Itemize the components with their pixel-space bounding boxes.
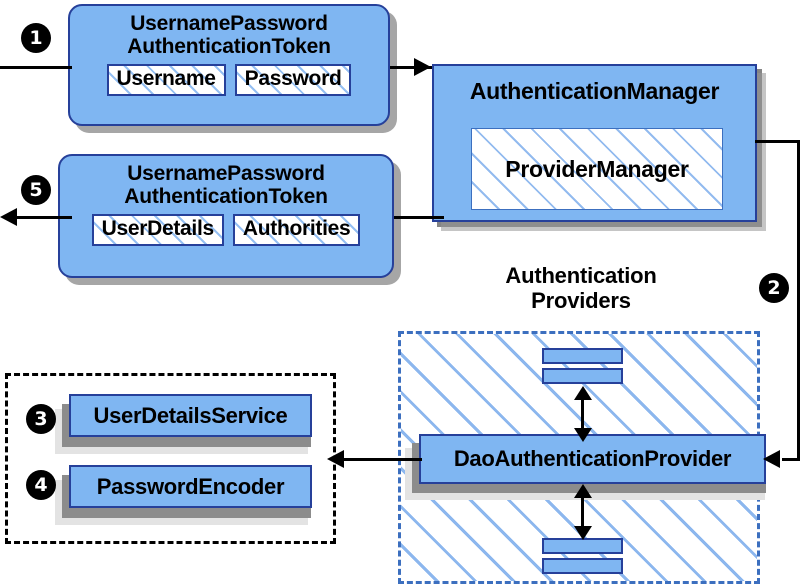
authentication-providers-title: Authentication Providers (470, 263, 692, 313)
connector-right-down (797, 140, 800, 460)
connector-token-to-manager (390, 66, 432, 69)
request-token-title: UsernamePassword AuthenticationToken (70, 6, 388, 58)
authentication-manager-title: AuthenticationManager (469, 78, 720, 104)
marker-5: 5 (22, 176, 50, 204)
arrow-up-icon (574, 386, 592, 400)
provider-stub-bottom-2 (542, 558, 623, 574)
connector-provider-to-dependencies (344, 458, 422, 461)
marker-4: 4 (27, 471, 55, 499)
provider-manager-label: ProviderManager (505, 155, 689, 182)
arrow-down-icon (574, 526, 592, 540)
arrow-right-icon (414, 58, 431, 76)
marker-2: 2 (760, 274, 788, 302)
hatch-pattern-icon (472, 129, 722, 209)
username-password-authentication-token-response[interactable]: UsernamePassword AuthenticationToken Use… (58, 154, 394, 278)
dao-authentication-provider-box[interactable]: DaoAuthenticationProvider (419, 434, 766, 484)
slot-userdetails: UserDetails (91, 214, 224, 247)
connector-incoming-request (0, 66, 72, 69)
connector-manager-right (755, 140, 800, 143)
passwordencoder-label: PasswordEncoder (96, 473, 285, 499)
arrow-left-icon (763, 450, 780, 468)
provider-stub-top-2 (542, 368, 623, 384)
slot-authorities: Authorities (232, 214, 361, 247)
authentication-providers-title-line2: Providers (531, 287, 631, 313)
slot-password: Password (234, 64, 352, 97)
slot-username: Username (106, 64, 226, 97)
arrow-left-icon (327, 450, 344, 468)
authentication-manager-box[interactable]: AuthenticationManager ProviderManager (432, 64, 757, 222)
response-token-title-line1: UsernamePassword (127, 162, 325, 185)
connector-stub-top-to-provider (581, 392, 584, 432)
passwordencoder-box[interactable]: PasswordEncoder (69, 465, 312, 508)
request-token-title-line1: UsernamePassword (130, 12, 328, 35)
response-token-title-line2: AuthenticationToken (124, 184, 328, 208)
provider-stub-top-1 (542, 348, 623, 364)
arrow-down-icon (574, 428, 592, 442)
userdetailsservice-box[interactable]: UserDetailsService (69, 394, 312, 437)
provider-manager-box[interactable]: ProviderManager (471, 128, 723, 210)
username-password-authentication-token-request[interactable]: UsernamePassword AuthenticationToken Use… (68, 4, 390, 126)
request-token-title-line2: AuthenticationToken (127, 34, 331, 58)
arrow-left-icon (0, 208, 17, 226)
authentication-providers-title-line1: Authentication (505, 263, 657, 288)
response-token-slots: UserDetails Authorities (60, 208, 392, 247)
marker-1: 1 (22, 24, 50, 52)
provider-stub-bottom-1 (542, 538, 623, 554)
arrow-up-icon (574, 484, 592, 498)
connector-response-out (6, 216, 72, 219)
response-token-title: UsernamePassword AuthenticationToken (60, 156, 392, 208)
connector-into-provider (782, 458, 800, 461)
connector-provider-to-stub-bottom (581, 490, 584, 530)
userdetailsservice-label: UserDetailsService (93, 402, 288, 428)
dao-authentication-provider-label: DaoAuthenticationProvider (453, 446, 732, 471)
request-token-slots: Username Password (70, 58, 388, 97)
marker-3: 3 (27, 405, 55, 433)
connector-manager-to-response (394, 216, 444, 219)
